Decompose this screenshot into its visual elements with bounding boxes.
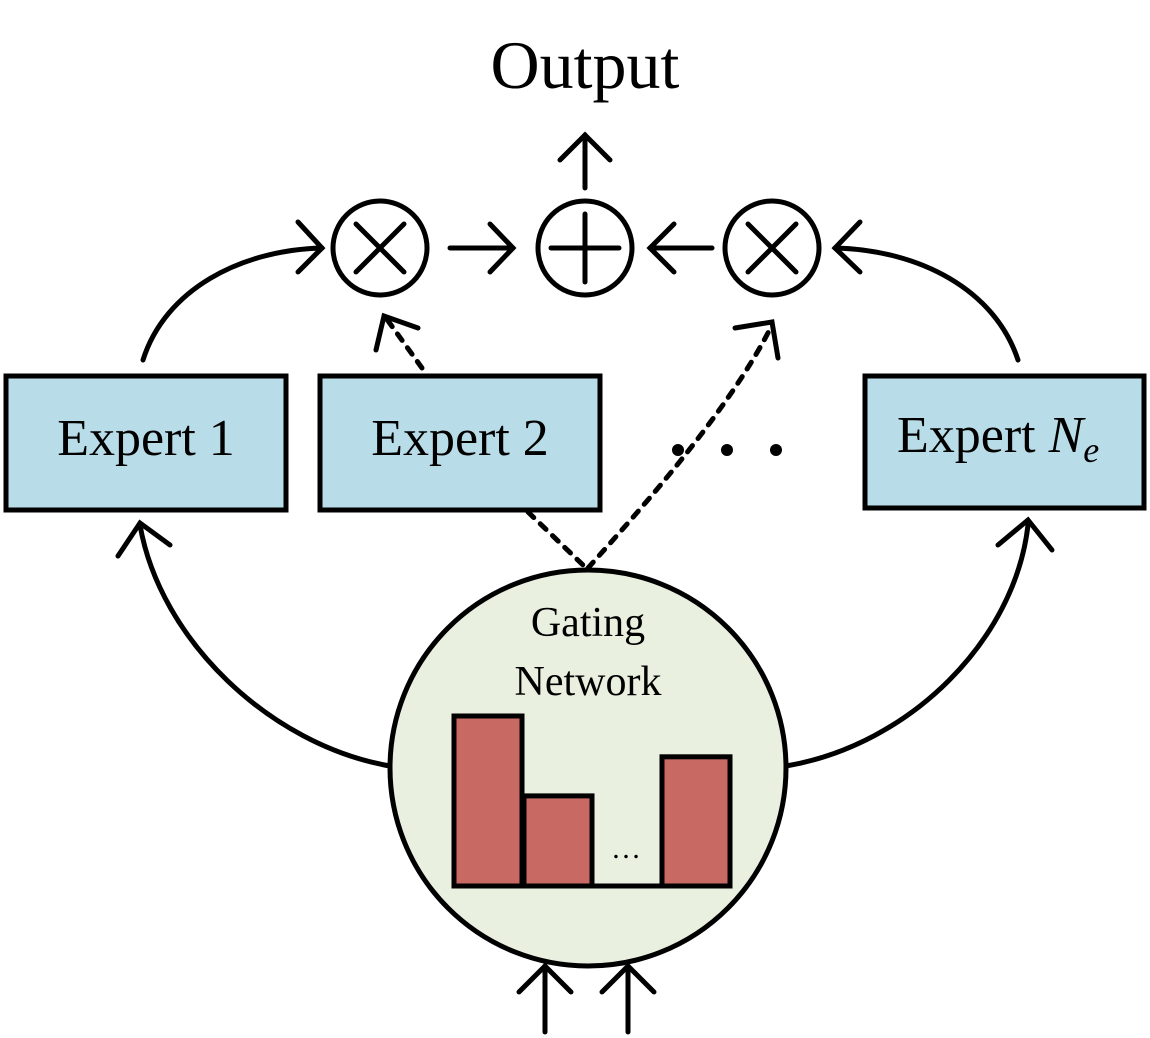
arrow-mult-right-to-sum xyxy=(646,221,715,275)
gating-histogram xyxy=(451,713,733,889)
arrow-expert1-to-mult xyxy=(140,219,326,363)
expert-2-box: Expert 2 xyxy=(317,373,603,513)
dotted-arrow-expert2-to-mult xyxy=(373,312,425,371)
arrow-expertN-to-mult xyxy=(831,219,1021,363)
gating-bar-1 xyxy=(451,713,525,889)
dotted-arrow-gating-to-mult xyxy=(585,319,781,571)
gating-label-line1: Gating xyxy=(531,600,645,646)
expert-n-label: Expert Ne xyxy=(897,407,1099,470)
dotted-line-gating-to-expert2 xyxy=(525,509,587,569)
sum-node xyxy=(535,198,635,298)
gating-bar-3 xyxy=(659,754,733,889)
expert-n-box: Expert Ne xyxy=(862,373,1147,511)
arrow-mult-to-sum xyxy=(447,221,517,275)
expert-1-label: Expert 1 xyxy=(57,410,235,467)
experts-ellipsis xyxy=(672,444,782,456)
multiply-right-node xyxy=(722,198,822,298)
output-arrow xyxy=(557,131,613,191)
arrow-gating-to-expert1 xyxy=(115,519,393,769)
gating-label-line2: Network xyxy=(515,659,662,705)
gating-bar-2 xyxy=(521,793,595,889)
input-arrows xyxy=(516,962,657,1035)
expert-2-label: Expert 2 xyxy=(371,410,549,467)
expert-1-box: Expert 1 xyxy=(3,373,289,513)
arrow-gating-to-expertN xyxy=(783,516,1055,769)
multiply-left-node xyxy=(330,198,430,298)
output-label: Output xyxy=(491,27,680,103)
histogram-ellipsis: … xyxy=(611,832,641,865)
